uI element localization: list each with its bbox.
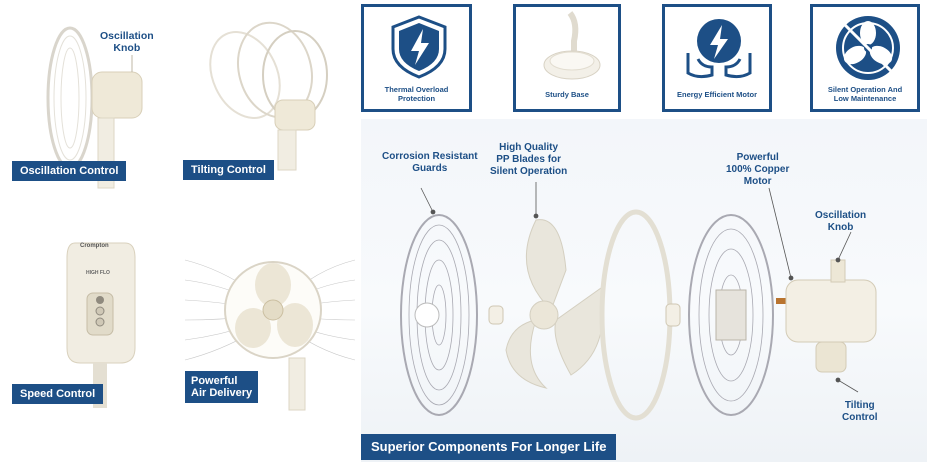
tilting-fan-illustration (209, 21, 328, 171)
feature-caption: Thermal Overload Protection (384, 85, 449, 103)
shield-lightning-icon (391, 15, 447, 79)
feature-caption: Energy Efficient Motor (676, 90, 757, 99)
silent-fan-icon (836, 16, 900, 80)
blades-callout: High Quality PP Blades for Silent Operat… (490, 142, 568, 177)
knob-callout: Oscillation Knob (815, 210, 867, 233)
tilting-callout: Tilting Control (842, 400, 878, 423)
guards-callout: Corrosion Resistant Guards (382, 151, 478, 174)
motor-callout: Powerful 100% Copper Motor (726, 152, 790, 187)
pp-blades (505, 219, 604, 389)
back-guard (688, 214, 774, 416)
exploded-fan-illustration (400, 182, 877, 421)
copper-motor (776, 259, 877, 373)
brand-logo: Crompton (80, 243, 109, 249)
fan-base-icon (543, 11, 601, 80)
feature-caption: Silent Operation And Low Maintenance (827, 85, 903, 103)
feature-sturdy-base: Sturdy Base (513, 4, 621, 112)
feature-thermal-overload: Thermal Overload Protection (361, 4, 472, 112)
hands-lightning-icon (686, 19, 752, 79)
feature-silent-operation: Silent Operation And Low Maintenance (810, 4, 920, 112)
front-guard (400, 214, 478, 416)
superior-components-banner: Superior Components For Longer Life (361, 434, 616, 460)
model-text: HIGH FLO (86, 270, 110, 276)
feature-energy-efficient: Energy Efficient Motor (662, 4, 772, 112)
control-panel-illustration (66, 242, 136, 408)
tilting-control-label: Tilting Control (183, 160, 274, 180)
speed-control-label: Speed Control (12, 384, 104, 404)
oscillation-knob-callout: Oscillation Knob (100, 30, 154, 54)
powerful-air-delivery-label: Powerful Air Delivery (185, 371, 259, 403)
oscillation-control-label: Oscillation Control (12, 161, 127, 181)
air-flow-fan-illustration (184, 259, 356, 411)
feature-caption: Sturdy Base (545, 90, 589, 99)
